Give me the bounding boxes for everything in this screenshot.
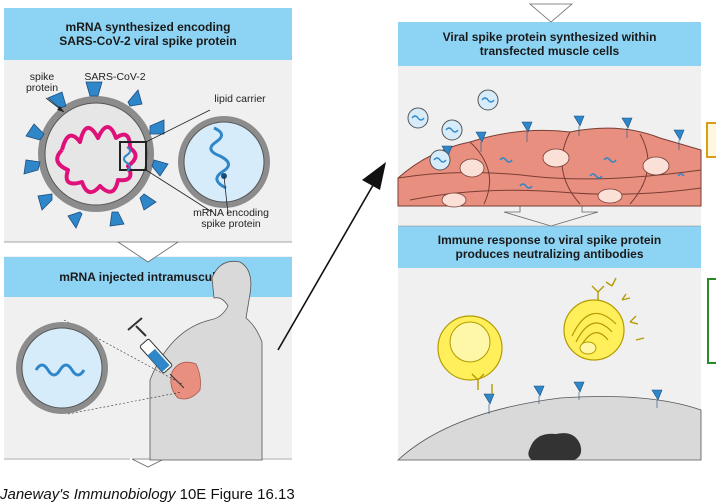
banner-spike-synthesized: Viral spike protein synthesized within t… bbox=[398, 22, 701, 66]
banner-mrna-line1: mRNA synthesized encoding bbox=[65, 20, 231, 34]
b-cell bbox=[437, 315, 503, 381]
caption-book-title: Janeway's Immunobiology bbox=[0, 486, 176, 503]
cell-surface bbox=[396, 381, 702, 461]
label-mrna-encoding: mRNA encoding spike protein bbox=[186, 208, 276, 230]
caption-figure-ref: 10E Figure 16.13 bbox=[175, 486, 295, 503]
banner-immune-line1: Immune response to viral spike protein bbox=[437, 233, 662, 247]
banner-mrna-line2: SARS-CoV-2 viral spike protein bbox=[59, 34, 237, 48]
label-spike-protein: spike protein bbox=[22, 72, 62, 94]
label-lipid-carrier: lipid carrier bbox=[214, 93, 266, 105]
label-spike-line1: spike bbox=[29, 71, 55, 83]
banner-spike-line2: transfected muscle cells bbox=[479, 44, 620, 58]
edge-box-yellow bbox=[706, 122, 716, 158]
muscle-tissue bbox=[397, 115, 702, 208]
antibodies bbox=[471, 277, 645, 394]
person-silhouette bbox=[149, 260, 263, 461]
mrna-bubble bbox=[16, 322, 108, 414]
figure-caption: Janeway's Immunobiology 10E Figure 16.13 bbox=[0, 486, 295, 503]
banner-inject-line: mRNA injected intramuscularly bbox=[59, 270, 237, 284]
plasma-cell bbox=[563, 299, 625, 361]
virus-particle bbox=[23, 81, 169, 229]
label-spike-line2: protein bbox=[25, 82, 59, 94]
lipid-carrier-zoom bbox=[178, 116, 270, 215]
banner-spike-line1: Viral spike protein synthesized within bbox=[442, 30, 657, 44]
syringe bbox=[127, 317, 185, 389]
banner-mrna-synthesized: mRNA synthesized encoding SARS-CoV-2 vir… bbox=[4, 8, 292, 60]
banner-immune-line2: produces neutralizing antibodies bbox=[455, 247, 644, 261]
banner-immune-response: Immune response to viral spike protein p… bbox=[398, 226, 701, 268]
label-mrna-line1: mRNA encoding bbox=[193, 207, 269, 219]
label-mrna-line2: spike protein bbox=[201, 218, 261, 230]
edge-box-green bbox=[707, 278, 716, 364]
label-sars-cov-2: SARS-CoV-2 bbox=[84, 71, 146, 83]
